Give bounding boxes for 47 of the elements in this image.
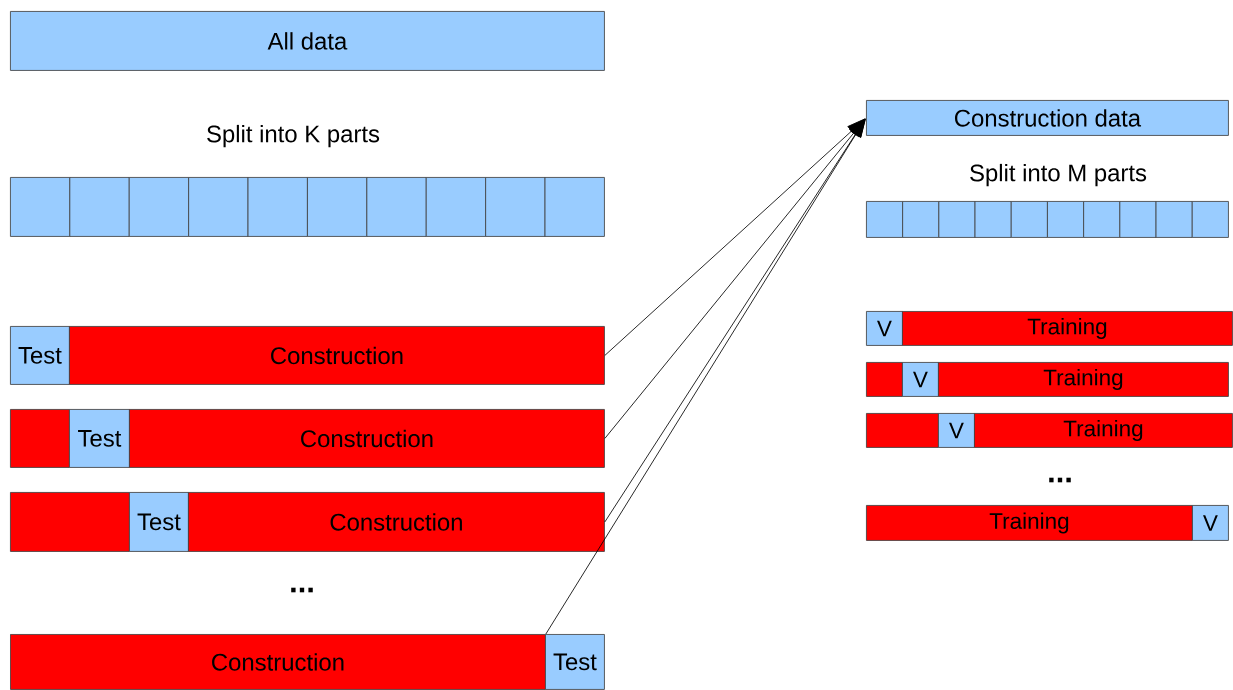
part-cell [974, 201, 1012, 238]
training-block: Training [902, 311, 1233, 346]
construction-block: Construction [188, 492, 605, 552]
part-cell [128, 177, 190, 237]
test-block: Test [545, 634, 605, 690]
part-cell [1083, 201, 1121, 238]
part-cell [544, 177, 605, 237]
part-cell [902, 201, 940, 238]
part-cell [866, 201, 904, 238]
construction-block [10, 492, 130, 552]
part-cell [1010, 201, 1048, 238]
validation-block: V [866, 311, 903, 346]
ellipsis: ... [1049, 477, 1071, 483]
construction-block: Construction [10, 634, 546, 690]
construction-block [10, 409, 70, 468]
part-cell [188, 177, 249, 237]
validation-block: V [1192, 505, 1229, 541]
part-cell [307, 177, 368, 237]
data-bar: Construction data [866, 100, 1229, 136]
test-block: Test [10, 326, 70, 385]
part-cell [485, 177, 546, 237]
part-cell [69, 177, 130, 237]
arrow [545, 118, 866, 635]
part-cell [1119, 201, 1157, 238]
training-block: Training [866, 505, 1193, 541]
part-cell [938, 201, 976, 238]
training-block [866, 413, 939, 448]
part-cell [1155, 201, 1193, 238]
part-cell [10, 177, 71, 237]
part-cell [366, 177, 427, 237]
test-block: Test [69, 409, 130, 468]
part-cell [1047, 201, 1085, 238]
construction-block: Construction [129, 409, 605, 468]
validation-block: V [902, 362, 939, 397]
ellipsis: ... [291, 587, 313, 593]
training-block: Training [974, 413, 1233, 448]
data-bar: All data [10, 11, 605, 71]
part-cell [425, 177, 487, 237]
split-caption: Split into K parts [207, 124, 380, 148]
training-block: Training [938, 362, 1229, 397]
split-caption: Split into M parts [970, 163, 1147, 187]
validation-block: V [938, 413, 975, 448]
construction-block: Construction [69, 326, 605, 385]
part-cell [1191, 201, 1229, 238]
training-block [866, 362, 903, 397]
part-cell [247, 177, 308, 237]
test-block: Test [129, 492, 189, 552]
